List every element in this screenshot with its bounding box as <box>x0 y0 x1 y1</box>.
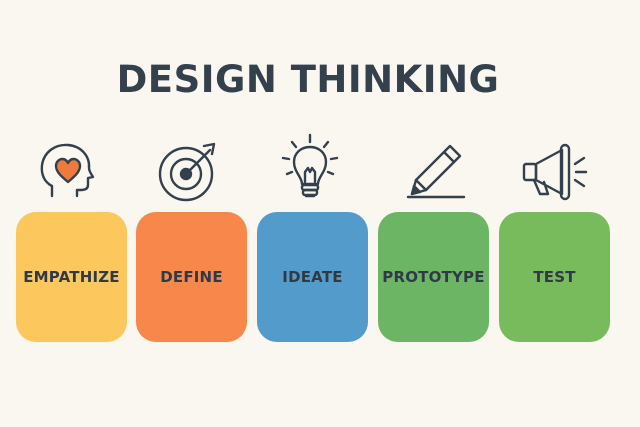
stage-label: PROTOTYPE <box>382 268 485 286</box>
stage-define: DEFINE <box>136 212 247 342</box>
stage-empathize: EMPATHIZE <box>16 212 127 342</box>
stage-label: DEFINE <box>160 268 223 286</box>
pencil-icon <box>398 136 470 208</box>
head-heart-icon <box>32 138 104 210</box>
stage-label: IDEATE <box>282 268 343 286</box>
stage-label: TEST <box>533 268 576 286</box>
page-title: DESIGN THINKING <box>116 58 500 101</box>
stage-test: TEST <box>499 212 610 342</box>
target-icon <box>152 136 224 208</box>
megaphone-icon <box>520 136 592 208</box>
stage-label: EMPATHIZE <box>23 268 120 286</box>
lightbulb-icon <box>274 132 346 204</box>
stage-ideate: IDEATE <box>257 212 368 342</box>
stage-prototype: PROTOTYPE <box>378 212 489 342</box>
